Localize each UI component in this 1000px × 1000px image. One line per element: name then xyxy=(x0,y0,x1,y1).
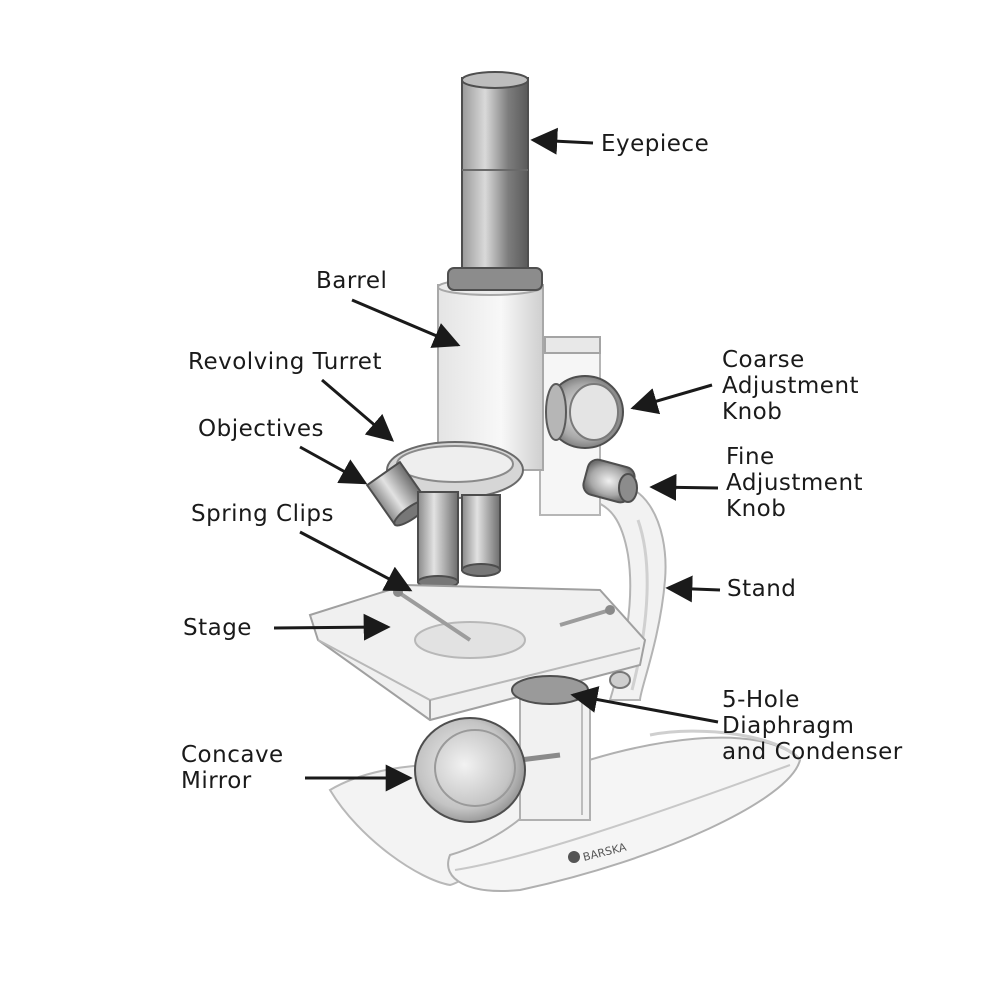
arrow-spring-clips xyxy=(299,530,413,592)
label-stage: Stage xyxy=(183,615,252,641)
arrow-objectives xyxy=(299,445,368,485)
label-diaphragm-condenser: 5-Hole Diaphragm and Condenser xyxy=(722,687,903,765)
label-coarse-adjustment-knob: Coarse Adjustment Knob xyxy=(722,347,859,425)
diaphragm-condenser xyxy=(511,671,631,705)
label-revolving-turret: Revolving Turret xyxy=(188,349,382,375)
label-concave-mirror: Concave Mirror xyxy=(181,742,284,794)
label-line: Coarse xyxy=(722,347,805,373)
label-line: Adjustment xyxy=(726,470,864,496)
fine-adjustment-knob xyxy=(582,458,638,504)
revolving-turret xyxy=(386,441,524,499)
arrow-stand xyxy=(665,575,721,603)
label-stand: Stand xyxy=(727,576,797,602)
arrow-stage xyxy=(273,613,391,641)
coarse-adjustment-knob xyxy=(545,375,624,449)
arrow-diaphragm-condenser xyxy=(570,686,719,724)
label-eyepiece: Eyepiece xyxy=(601,131,710,157)
arrow-barrel xyxy=(351,298,461,348)
label-line: 5-Hole xyxy=(722,687,800,713)
label-line: Knob xyxy=(726,496,787,522)
objectives xyxy=(365,460,501,589)
label-spring-clips: Spring Clips xyxy=(191,501,334,527)
label-line: Concave xyxy=(181,742,284,768)
arrow-eyepiece xyxy=(530,127,594,155)
eyepiece xyxy=(447,71,543,291)
arrow-coarse-adjustment-knob xyxy=(630,383,713,415)
concave-mirror xyxy=(414,717,561,823)
label-line: and Condenser xyxy=(722,739,903,765)
label-fine-adjustment-knob: Fine Adjustment Knob xyxy=(726,444,863,522)
label-objectives: Objectives xyxy=(198,416,325,442)
arrow-fine-adjustment-knob xyxy=(649,473,719,501)
pointer-arrows xyxy=(273,127,721,792)
arrow-revolving-turret xyxy=(321,378,395,442)
label-line: Diaphragm xyxy=(722,713,855,739)
label-line: Knob xyxy=(722,399,783,425)
label-line: Mirror xyxy=(181,768,252,794)
label-line: Adjustment xyxy=(722,373,860,399)
label-barrel: Barrel xyxy=(316,268,388,294)
label-line: Fine xyxy=(726,444,775,470)
